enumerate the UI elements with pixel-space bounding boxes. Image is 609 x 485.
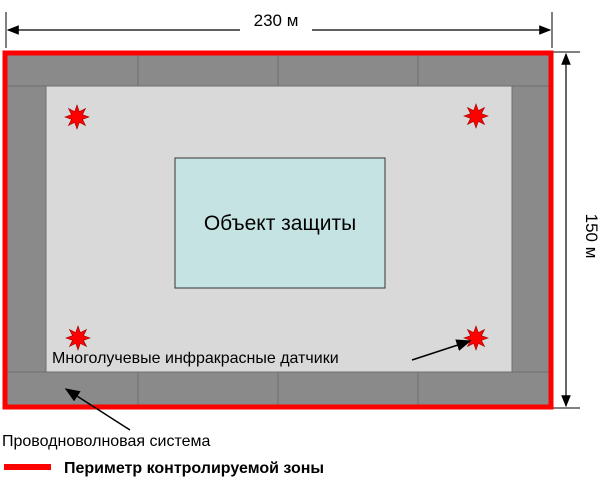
sensor-bottom-left-icon	[65, 325, 91, 351]
wall-top-4	[417, 53, 551, 87]
wall-top-1	[5, 53, 139, 87]
wall-bottom-4	[417, 371, 551, 407]
wall-bottom-1	[5, 371, 139, 407]
ir-sensors-pointer	[411, 339, 472, 361]
wall-bottom-2	[137, 371, 279, 407]
wire-system-annotation: Проводноволновая система	[2, 433, 210, 450]
height-dimension: 150 м	[550, 51, 601, 409]
legend-perimeter-label: Периметр контролируемой зоны	[64, 460, 324, 477]
width-dimension: 230 м	[5, 8, 553, 48]
width-label: 230 м	[254, 11, 299, 30]
ir-sensors-annotation: Многолучевые инфракрасные датчики	[52, 350, 339, 367]
wall-top-2	[137, 53, 279, 87]
wall-bottom-3	[277, 371, 419, 407]
sensor-top-right-icon	[463, 103, 489, 129]
wall-left	[5, 85, 47, 373]
legend-perimeter-swatch	[4, 464, 51, 470]
wall-segments	[5, 53, 551, 407]
perimeter-outline	[2, 50, 554, 410]
wall-top-3	[277, 53, 419, 87]
sensor-bottom-right-icon	[463, 325, 489, 351]
wall-right	[511, 85, 551, 373]
protected-object-label: Объект защиты	[204, 212, 356, 235]
sensor-top-left-icon	[64, 104, 90, 130]
protected-object	[174, 157, 386, 289]
height-label: 150 м	[582, 214, 601, 259]
legend: Периметр контролируемой зоны	[4, 460, 324, 477]
wire-system-pointer	[64, 388, 131, 431]
